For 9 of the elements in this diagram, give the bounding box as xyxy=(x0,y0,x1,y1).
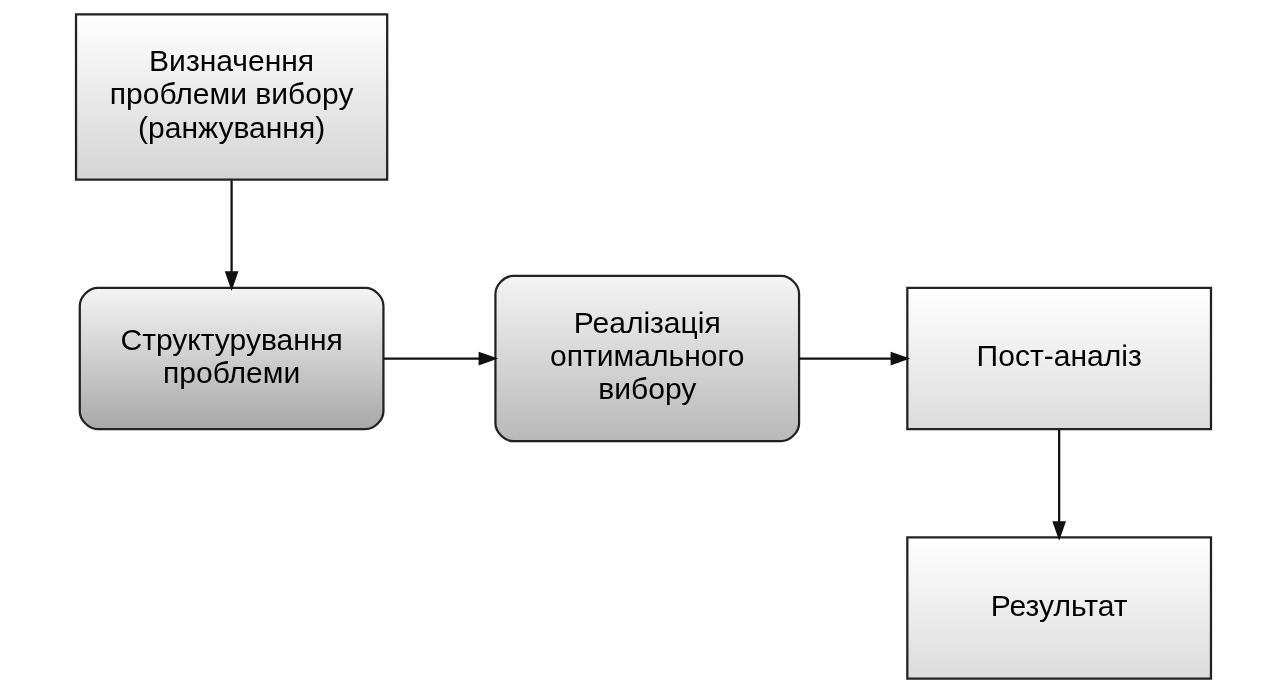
arrow xyxy=(383,351,498,366)
node-box: Пост-аналіз xyxy=(905,286,1212,431)
arrow xyxy=(798,351,910,366)
node-box: Результат xyxy=(905,536,1212,680)
node-box: Реалізація оптимального вибору xyxy=(493,274,800,443)
node-box: Визначення проблеми вибору (ранжування) xyxy=(74,13,388,181)
arrow xyxy=(1051,429,1066,541)
node-box: Структурування проблеми xyxy=(78,286,385,431)
arrow xyxy=(224,180,238,291)
